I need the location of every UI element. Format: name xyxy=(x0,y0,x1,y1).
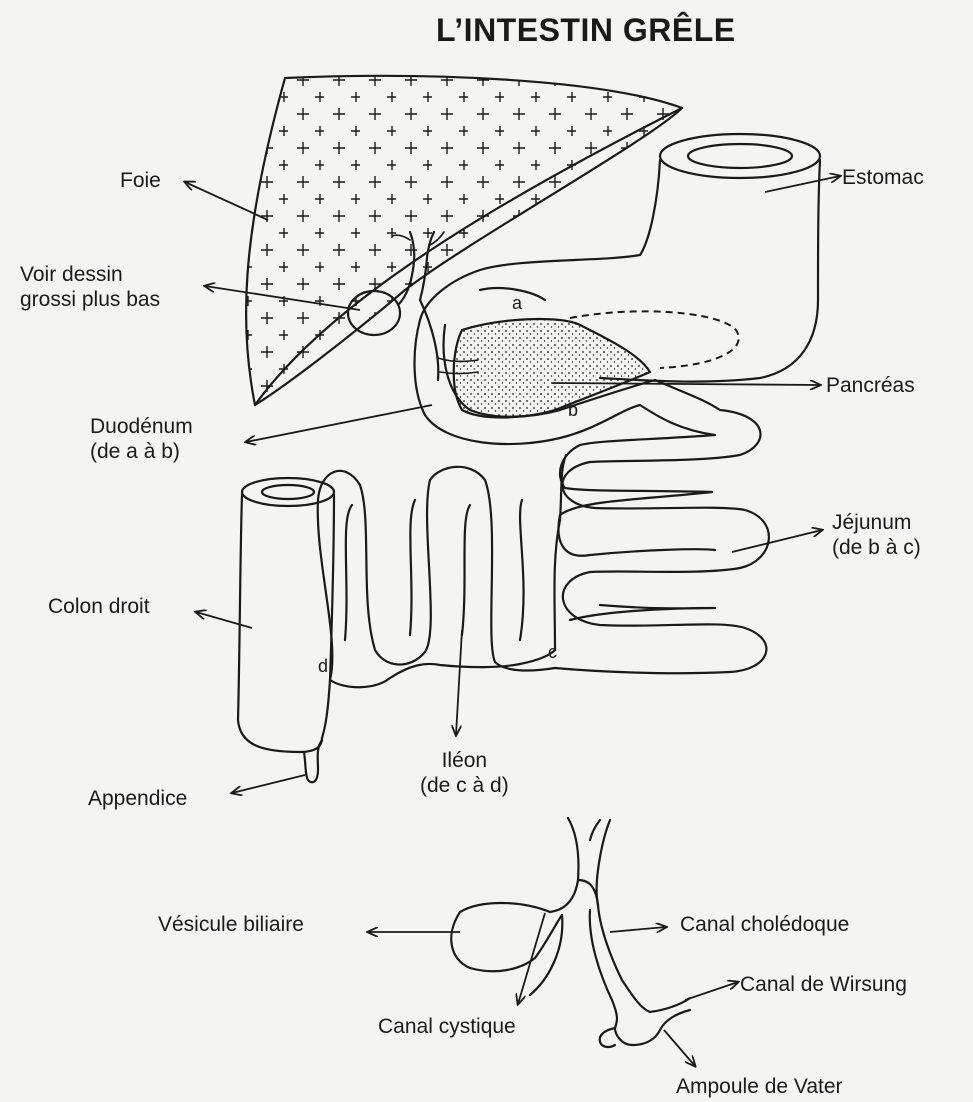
label-duodenum: Duodénum (de a à b) xyxy=(90,414,193,464)
bile-duct-detail xyxy=(451,818,690,1047)
appendix-shape xyxy=(304,740,322,782)
pancreas-shape xyxy=(438,319,650,418)
label-canal-cystique: Canal cystique xyxy=(378,1014,516,1039)
point-a: a xyxy=(512,293,522,314)
page-title: L’INTESTIN GRÊLE xyxy=(436,12,736,49)
point-c: c xyxy=(548,642,557,663)
label-appendice: Appendice xyxy=(88,786,187,811)
point-b: b xyxy=(568,400,578,421)
label-foie: Foie xyxy=(120,168,161,193)
label-ileon: Iléon (de c à d) xyxy=(420,748,509,798)
label-canal-wirsung: Canal de Wirsung xyxy=(740,972,907,997)
label-ampoule-vater: Ampoule de Vater xyxy=(676,1074,843,1099)
label-canal-choledoque: Canal cholédoque xyxy=(680,912,849,937)
label-jejunum: Jéjunum (de b à c) xyxy=(832,510,921,560)
point-d: d xyxy=(318,656,328,677)
ileum-shape xyxy=(318,455,566,687)
label-voir-dessin: Voir dessin grossi plus bas xyxy=(20,262,160,312)
label-vesicule-biliaire: Vésicule biliaire xyxy=(158,912,304,937)
jejunum-shape xyxy=(555,380,769,673)
label-estomac: Estomac xyxy=(842,165,924,190)
right-colon-shape xyxy=(238,478,334,752)
label-pancreas: Pancréas xyxy=(826,373,915,398)
label-colon-droit: Colon droit xyxy=(48,594,150,619)
